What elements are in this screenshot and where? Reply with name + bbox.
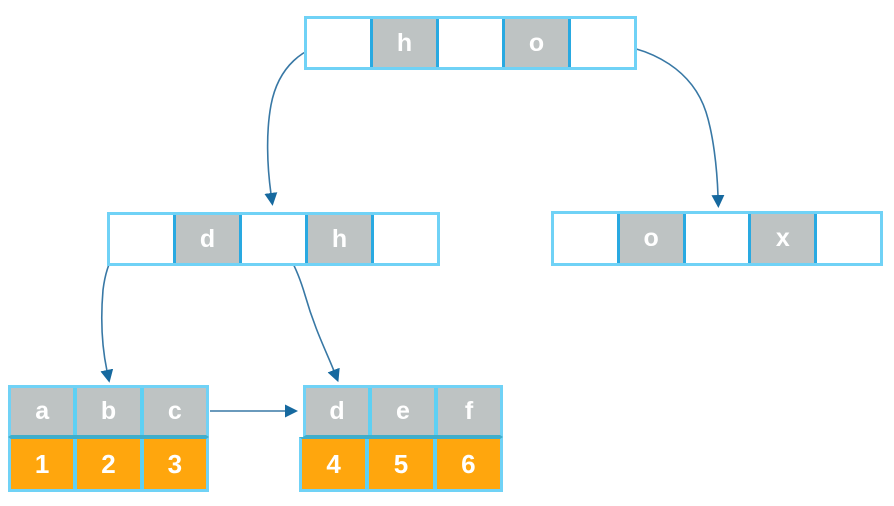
leaf-node-left: a b c 1 2 3 [8,385,209,492]
leaf-left-value-cell-2: 2 [73,439,140,489]
root-pointer-cell-right [571,19,634,67]
root-key-cell-h: h [370,19,439,67]
internal-left-key-cell-d: d [173,215,242,263]
leaf-left-key-cell-c: c [139,388,206,435]
root-pointer-cell-middle [439,19,502,67]
leaf-right-values-row: 4 5 6 [299,437,503,492]
leaf-left-key-cell-a: a [11,388,74,435]
leaf-right-keys-row: d e f [303,385,503,437]
internal-left-pointer-cell-middle [242,215,305,263]
leaf-right-key-cell-e: e [368,388,434,435]
leaf-left-value-cell-3: 3 [139,439,206,489]
root-node: h o [304,16,637,70]
leaf-left-value-cell-1: 1 [11,439,74,489]
leaf-left-key-cell-b: b [73,388,140,435]
leaf-node-right: d e f 4 5 6 [299,385,503,492]
internal-right-pointer-cell-right [817,214,880,263]
internal-right-node: o x [551,211,883,266]
internal-left-key-cell-h: h [305,215,374,263]
internal-right-pointer-cell-middle [686,214,749,263]
root-pointer-cell-left [307,19,370,67]
internal-right-key-cell-o: o [616,214,686,263]
root-key-cell-o: o [502,19,571,67]
internal-right-key-cell-x: x [748,214,818,263]
leaf-left-values-row: 1 2 3 [8,437,209,492]
leaf-left-keys-row: a b c [8,385,209,437]
leaf-right-value-cell-5: 5 [365,439,433,489]
internal-left-pointer-cell-right [374,215,437,263]
internal-right-pointer-cell-left [554,214,617,263]
internal-left-pointer-cell-left [110,215,173,263]
leaf-right-value-cell-6: 6 [432,439,500,489]
leaf-right-value-cell-4: 4 [302,439,366,489]
internal-left-node: d h [107,212,440,266]
leaf-right-key-cell-f: f [434,388,500,435]
leaf-right-key-cell-d: d [306,388,368,435]
